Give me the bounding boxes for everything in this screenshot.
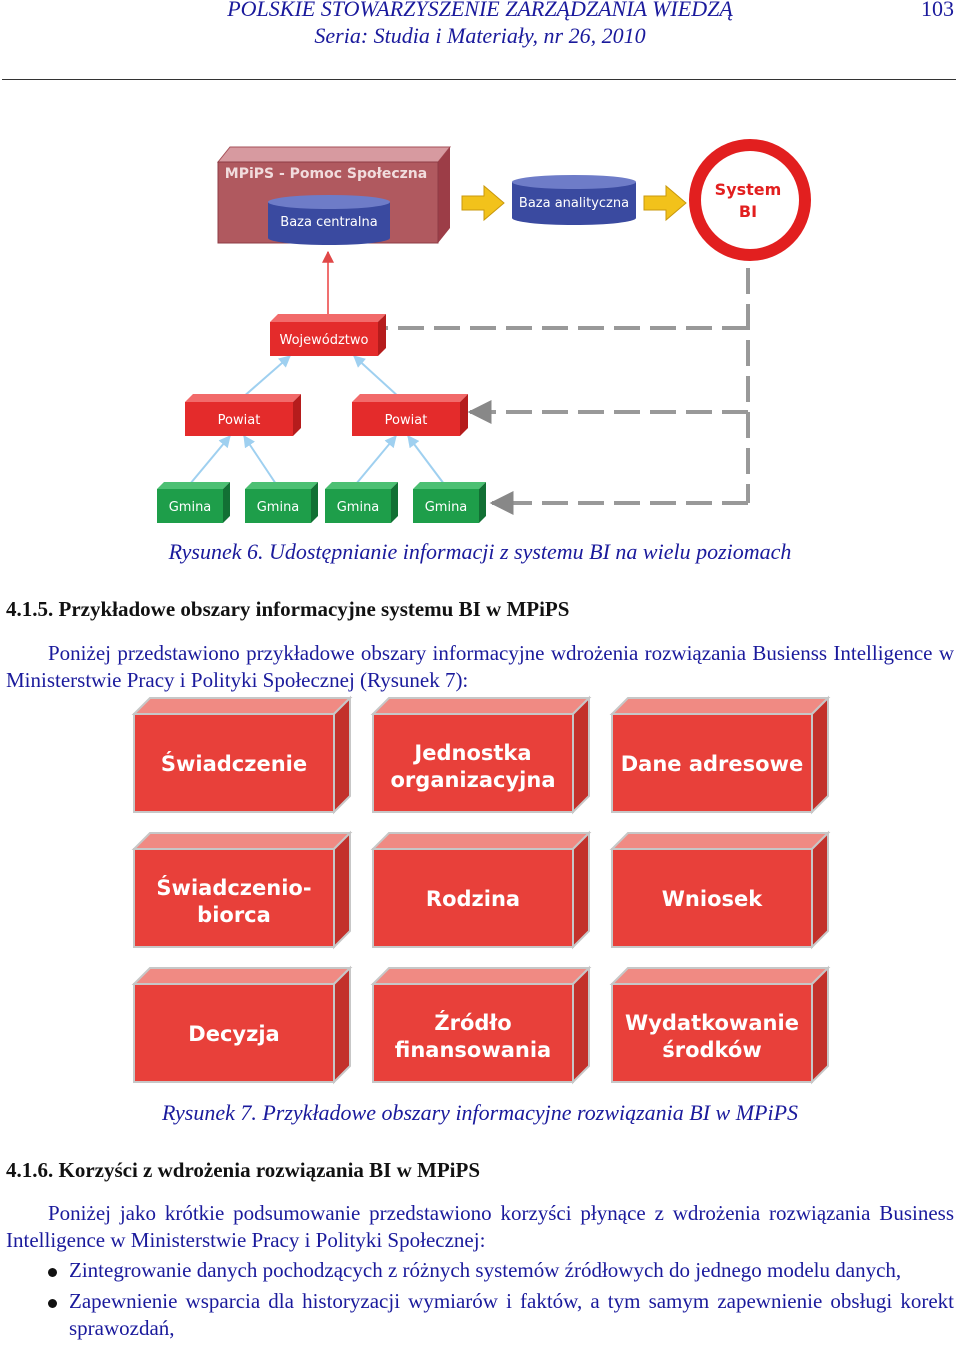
info-area-label: organizacyjna (391, 768, 556, 792)
info-area-box: Jednostka organizacyjna (370, 695, 592, 815)
section-4-1-5-paragraph: Poniżej przedstawiono przykładowe obszar… (6, 640, 954, 694)
info-area-box: Wydatkowanie środków (609, 965, 831, 1085)
info-area-box: Dane adresowe (609, 695, 831, 815)
info-area-box: Źródło finansowania (370, 965, 592, 1085)
figure-7-diagram: Świadczenie Jednostka organizacyjna Dane ad… (131, 695, 831, 1085)
list-item: Zapewnienie wsparcia dla historyzacji wy… (6, 1288, 954, 1342)
figure-6-diagram: MPiPS - Pomoc Społeczna Baza centralna B… (157, 139, 811, 523)
section-4-1-6-text: Poniżej jako krótkie podsumowanie przeds… (6, 1201, 954, 1252)
powiat-box: Powiat (185, 394, 301, 436)
figure-7-caption: Rysunek 7. Przykładowe obszary informacy… (161, 1100, 799, 1125)
voivodeship-box: Województwo (270, 314, 386, 356)
bullet-icon (48, 1268, 57, 1277)
info-area-label: środków (662, 1038, 762, 1062)
journal-org: POLSKIE STOWARZYSZENIE ZARZĄDZANIA WIEDZ… (227, 0, 733, 21)
analytic-db-label: Baza analityczna (519, 196, 629, 211)
info-area-label: Decyzja (188, 1022, 279, 1046)
benefit-text: Zintegrowanie danych pochodzących z różn… (69, 1258, 902, 1282)
powiat-box: Powiat (352, 394, 468, 436)
page-number: 103 (921, 0, 954, 21)
hierarchy-connectors (189, 250, 445, 485)
powiat-label: Powiat (385, 413, 428, 428)
section-4-1-6-paragraph: Poniżej jako krótkie podsumowanie przeds… (6, 1200, 954, 1254)
header-rule (2, 79, 956, 80)
bi-system-label-1: System (715, 180, 782, 199)
gmina-box: Gmina (413, 482, 486, 523)
info-area-label: Świadczenio- (156, 875, 311, 900)
central-db-cylinder: Baza centralna (268, 195, 390, 245)
journal-series: Seria: Studia i Materiały, nr 26, 2010 (314, 23, 646, 48)
gmina-label: Gmina (257, 500, 300, 515)
benefits-list: Zintegrowanie danych pochodzących z różn… (6, 1257, 954, 1346)
running-header: POLSKIE STOWARZYSZENIE ZARZĄDZANIA WIEDZ… (0, 0, 960, 80)
info-area-label: Świadczenie (161, 751, 307, 776)
central-db-label: Baza centralna (280, 215, 377, 230)
list-item: Zintegrowanie danych pochodzących z różn… (6, 1257, 954, 1284)
figure-6-caption: Rysunek 6. Udostępnianie informacji z sy… (168, 539, 792, 564)
mpips-box-label: MPiPS - Pomoc Społeczna (225, 166, 427, 182)
info-area-label: Źródło (434, 1010, 511, 1035)
flow-arrow-to-analytics (461, 184, 505, 222)
benefit-text: Zapewnienie wsparcia dla historyzacji wy… (69, 1289, 954, 1340)
gmina-box: Gmina (245, 482, 318, 523)
information-areas-grid: Świadczenie Jednostka organizacyjna Dane ad… (131, 695, 831, 1085)
bi-system-label-2: BI (739, 202, 757, 221)
info-area-label: Jednostka (412, 741, 531, 765)
analytic-db-cylinder: Baza analityczna (512, 175, 636, 225)
gmina-label: Gmina (425, 500, 468, 515)
section-4-1-5-heading: 4.1.5. Przykładowe obszary informacyjne … (6, 597, 570, 621)
gmina-label: Gmina (169, 500, 212, 515)
info-area-box: Rodzina (370, 830, 592, 950)
info-area-box: Świadczenio-biorca (131, 830, 353, 950)
gmina-box: Gmina (325, 482, 398, 523)
gmina-box: Gmina (157, 482, 230, 523)
info-area-label: Wniosek (662, 887, 763, 911)
info-area-box: Wniosek (609, 830, 831, 950)
info-area-label: Wydatkowanie (625, 1011, 799, 1035)
section-4-1-5-text: Poniżej przedstawiono przykładowe obszar… (6, 641, 954, 692)
bi-system-ring: System BI (689, 139, 811, 261)
info-area-label: Dane adresowe (621, 752, 803, 776)
gmina-label: Gmina (337, 500, 380, 515)
info-area-label: finansowania (395, 1038, 551, 1062)
info-area-box: Świadczenie (131, 695, 353, 815)
bi-distribution-dashed-line (357, 268, 750, 515)
voivodeship-label: Województwo (279, 333, 368, 348)
powiat-label: Powiat (218, 413, 261, 428)
info-area-box: Decyzja (131, 965, 353, 1085)
info-area-label: biorca (197, 903, 271, 927)
info-area-label: Rodzina (426, 887, 520, 911)
flow-arrow-to-bi (643, 184, 687, 222)
bullet-icon (48, 1299, 57, 1308)
section-4-1-6-heading: 4.1.6. Korzyści z wdrożenia rozwiązania … (6, 1158, 480, 1182)
